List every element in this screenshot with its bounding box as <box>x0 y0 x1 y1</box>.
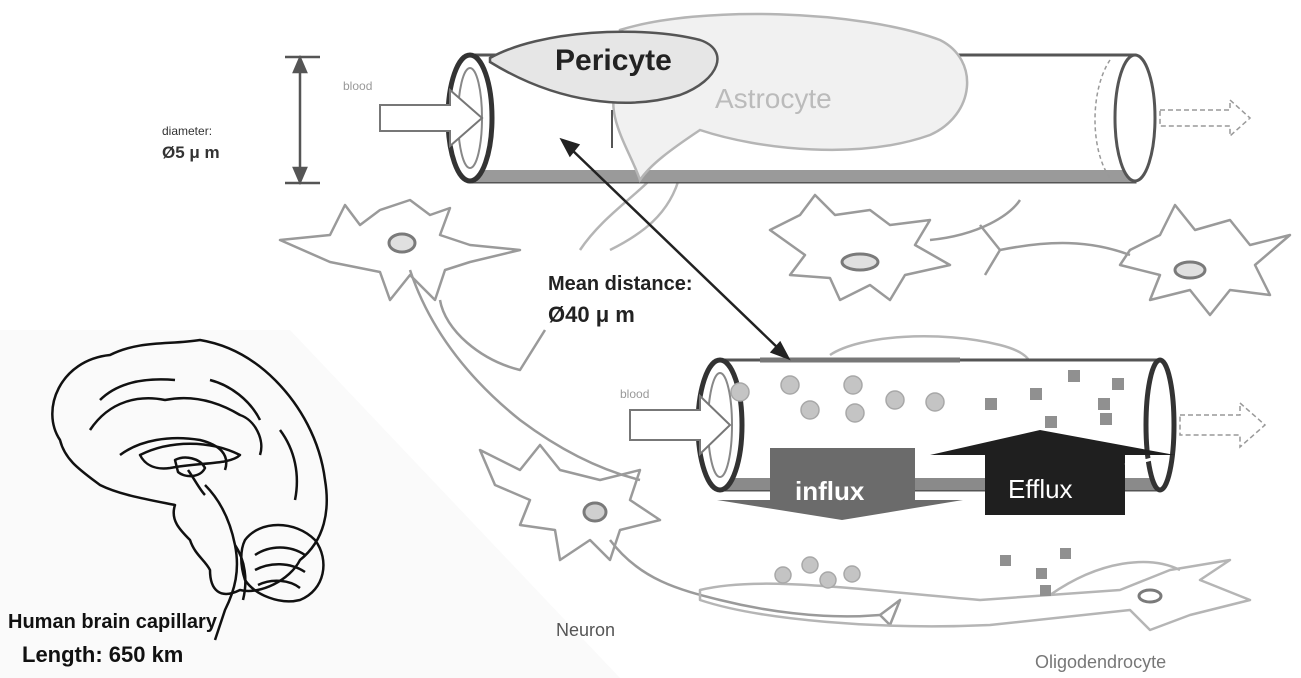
top-capillary-right-end <box>1115 55 1155 181</box>
diameter-marker <box>285 57 320 183</box>
pericyte-label: Pericyte <box>555 44 672 77</box>
influx-label: influx <box>795 476 865 506</box>
nucleus-oligo <box>1139 590 1161 602</box>
nucleus-lower <box>584 503 606 521</box>
nucleus-right <box>1175 262 1205 278</box>
neuron-lower-body <box>480 445 660 560</box>
neuron-right-body <box>1120 205 1290 315</box>
oligodendrocyte-label: Oligodendrocyte <box>1035 652 1166 672</box>
mean-distance-title: Mean distance: <box>548 273 692 295</box>
bottom-capillary-right-end <box>1146 360 1174 490</box>
neuron-label: Neuron <box>556 620 615 640</box>
efflux-label: Efflux <box>1008 474 1073 504</box>
neuron-middle-body <box>770 195 950 300</box>
neuron-left-dendrite <box>440 300 545 370</box>
nucleus-middle <box>842 254 878 270</box>
diameter-title: diameter: <box>162 124 212 138</box>
diameter-value: Ø5 μ m <box>162 143 220 162</box>
neuron-lower-tail <box>880 600 900 625</box>
blood-label-top: blood <box>343 79 372 93</box>
nucleus-left <box>389 234 415 252</box>
neuron-middle-process <box>930 200 1020 240</box>
blood-label-bottom: blood <box>620 387 649 401</box>
astrocyte-label: Astrocyte <box>715 83 832 114</box>
capillary-length: Length: 650 km <box>22 642 183 667</box>
capillary-title: Human brain capillary <box>8 611 218 633</box>
neuron-right-process <box>980 225 1130 275</box>
mean-distance-value: Ø40 μ m <box>548 302 635 327</box>
neuron-lower-axon <box>610 540 880 616</box>
top-outflow-arrow <box>1160 100 1250 136</box>
bottom-outflow-arrow <box>1180 403 1265 447</box>
top-capillary-bottom-shade <box>470 170 1135 182</box>
